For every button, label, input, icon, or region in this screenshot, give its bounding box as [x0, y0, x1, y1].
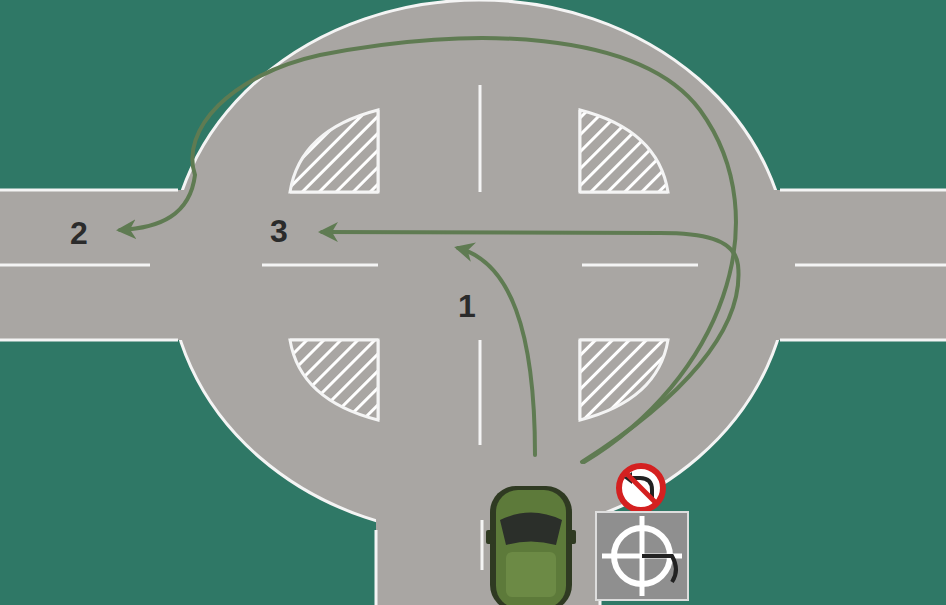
car [486, 486, 576, 605]
callout-number: 3 [270, 215, 288, 247]
callout-number: 1 [458, 290, 476, 322]
callout-number: 2 [70, 217, 88, 249]
no-turn-sign [619, 466, 663, 510]
roundabout-sign [596, 512, 688, 600]
